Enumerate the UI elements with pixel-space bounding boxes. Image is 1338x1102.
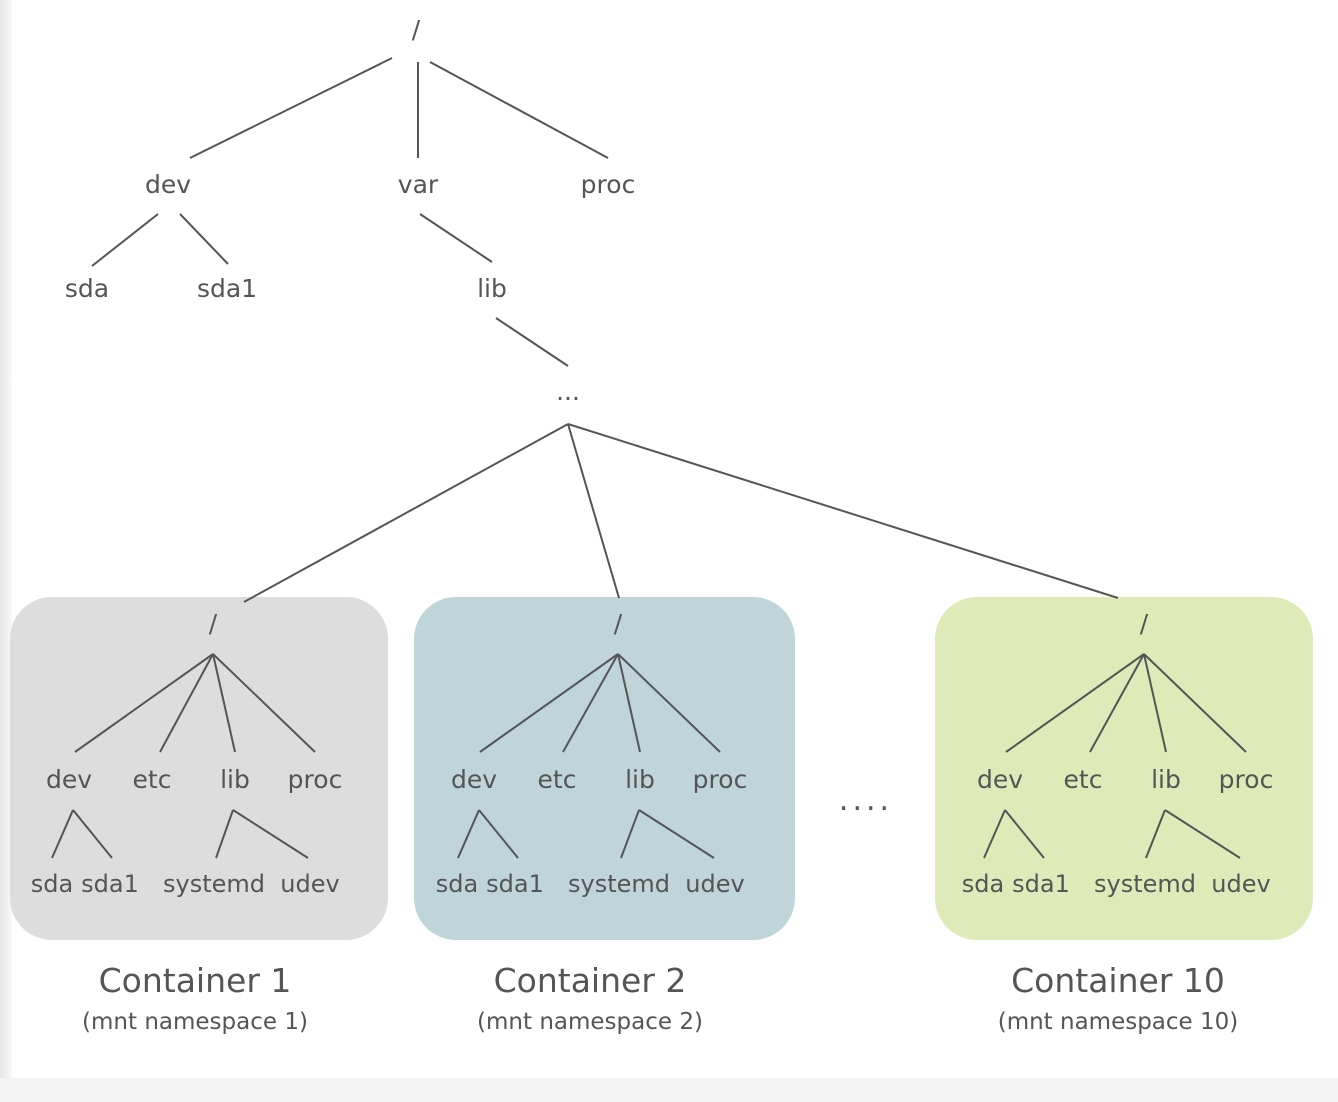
host-tree-edges xyxy=(91,57,1119,603)
container-1-subtitle: (mnt namespace 1) xyxy=(82,1009,308,1035)
container-1-udev-label: udev xyxy=(280,870,339,898)
container-2-lib-label: lib xyxy=(625,765,655,794)
container-1-tree: / dev etc lib proc sda sda1 systemd udev xyxy=(31,609,343,898)
container-10-box xyxy=(935,597,1313,940)
container-10-etc-label: etc xyxy=(1064,765,1103,794)
container-10-sda-label: sda xyxy=(962,870,1004,898)
host-sda-label: sda xyxy=(65,274,109,303)
container-1-lib-label: lib xyxy=(220,765,250,794)
host-sda1-label: sda1 xyxy=(197,274,257,303)
container-1-sda-label: sda xyxy=(31,870,73,898)
container-1-box xyxy=(10,597,388,940)
container-2-subtitle: (mnt namespace 2) xyxy=(477,1009,703,1035)
host-var-label: var xyxy=(398,170,439,199)
more-containers-ellipsis: .... xyxy=(839,783,893,818)
container-2-proc-label: proc xyxy=(693,765,748,794)
container-2-udev-label: udev xyxy=(685,870,744,898)
container-10-proc-label: proc xyxy=(1219,765,1274,794)
container-2-tree: / dev etc lib proc sda sda1 systemd udev xyxy=(436,609,748,898)
container-1-etc-label: etc xyxy=(133,765,172,794)
container-10-root-label: / xyxy=(1140,609,1149,638)
container-1-systemd-label: systemd xyxy=(163,870,265,898)
bottom-shade xyxy=(0,1078,1338,1102)
container-2-root-label: / xyxy=(614,609,623,638)
left-edge-shade xyxy=(0,0,12,1102)
container-2-box xyxy=(414,597,795,940)
container-2-systemd-label: systemd xyxy=(568,870,670,898)
container-10-lib-label: lib xyxy=(1151,765,1181,794)
container-2-sda-label: sda xyxy=(436,870,478,898)
container-1-title: Container 1 xyxy=(99,961,292,1000)
container-10-dev-label: dev xyxy=(977,765,1023,794)
container-1-dev-label: dev xyxy=(46,765,92,794)
container-10-title: Container 10 xyxy=(1011,961,1225,1000)
container-2-dev-label: dev xyxy=(451,765,497,794)
container-10-sda1-label: sda1 xyxy=(1012,870,1070,898)
host-lib-label: lib xyxy=(477,274,507,303)
host-dev-label: dev xyxy=(145,170,191,199)
container-10-subtitle: (mnt namespace 10) xyxy=(998,1009,1239,1035)
container-10-udev-label: udev xyxy=(1211,870,1270,898)
container-10-systemd-label: systemd xyxy=(1094,870,1196,898)
host-proc-label: proc xyxy=(581,170,636,199)
host-ellipsis-label: ... xyxy=(556,377,580,406)
container-1-proc-label: proc xyxy=(288,765,343,794)
host-root-label: / xyxy=(412,15,421,44)
container-2-sda1-label: sda1 xyxy=(486,870,544,898)
container-2-etc-label: etc xyxy=(538,765,577,794)
container-2-title: Container 2 xyxy=(494,961,687,1000)
container-10-tree: / dev etc lib proc sda sda1 systemd udev xyxy=(962,609,1274,898)
container-1-root-label: / xyxy=(209,609,218,638)
container-1-sda1-label: sda1 xyxy=(81,870,139,898)
